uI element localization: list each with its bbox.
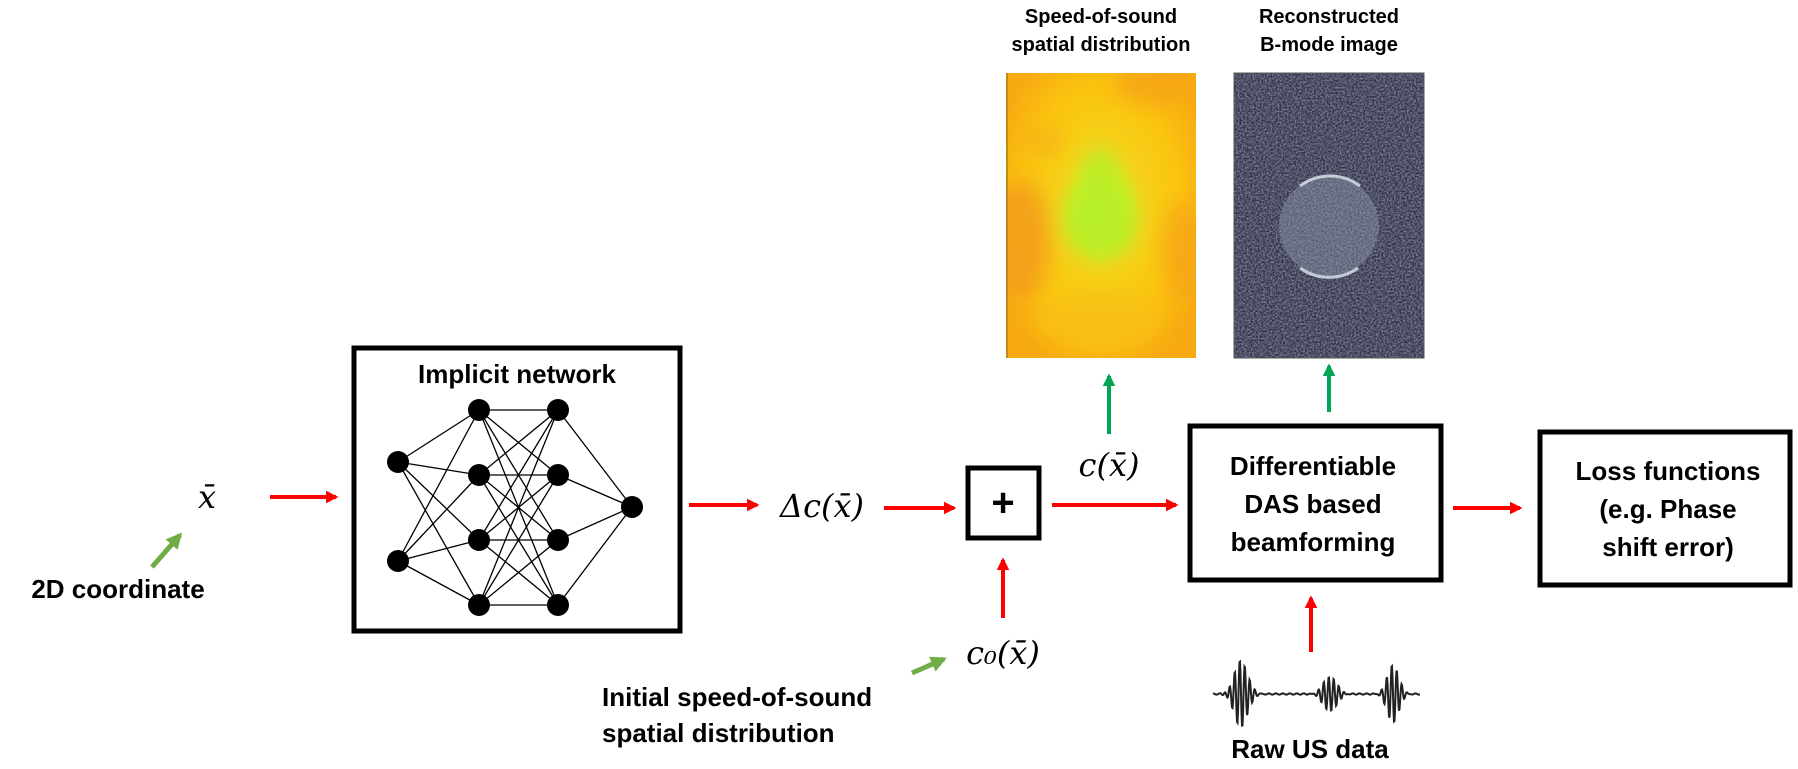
c0-caption-line2: spatial distribution <box>602 718 835 748</box>
network-connections <box>397 409 633 606</box>
loss-line3: shift error) <box>1602 532 1733 562</box>
network-neuron <box>547 399 569 421</box>
network-connection <box>397 461 480 476</box>
network-neuron <box>547 529 569 551</box>
network-neuron <box>547 464 569 486</box>
coordinate-label: 2D coordinate <box>31 574 204 604</box>
c-label: c(x̄) <box>1079 446 1140 484</box>
network-connection <box>557 474 633 508</box>
c0-label: c₀(x̄) <box>966 634 1040 672</box>
network-neuron <box>621 496 643 518</box>
network-connection <box>478 409 559 476</box>
sos-map-image <box>1006 73 1196 358</box>
raw-us-waveform <box>1212 659 1421 727</box>
beamformer-line2: DAS based <box>1244 489 1381 519</box>
c0-caption-line1: Initial speed-of-sound <box>602 682 872 712</box>
beamformer-box <box>1187 423 1444 583</box>
network-connection <box>397 461 480 541</box>
bmode-title-line2: B-mode image <box>1260 34 1398 56</box>
network-neuron <box>547 594 569 616</box>
adder-symbol: + <box>991 481 1014 525</box>
network-neuron <box>468 594 490 616</box>
bmode-title-line1: Reconstructed <box>1259 6 1399 28</box>
network-neurons <box>387 399 643 616</box>
network-connection <box>478 409 559 606</box>
network-neuron <box>468 464 490 486</box>
c0-pointer-arrow <box>910 656 947 676</box>
beamformer-line3: beamforming <box>1231 527 1396 557</box>
network-connection <box>478 474 559 606</box>
raw-us-label: Raw US data <box>1231 734 1389 764</box>
network-neuron <box>468 399 490 421</box>
loss-line2: (e.g. Phase <box>1599 494 1736 524</box>
bmode-image <box>1234 73 1424 358</box>
beamformer-line1: Differentiable <box>1230 451 1396 481</box>
network-connection <box>557 506 633 606</box>
network-connection <box>557 409 633 508</box>
network-neuron <box>387 550 409 572</box>
network-connection <box>397 409 480 562</box>
network-connection <box>557 506 633 541</box>
network-connection <box>397 560 480 606</box>
sos-map-title-line1: Speed-of-sound <box>1025 6 1177 28</box>
network-connection <box>478 409 559 541</box>
adder-box <box>965 465 1042 541</box>
implicit-network-title: Implicit network <box>418 359 616 389</box>
bmode-image-border <box>1233 72 1425 359</box>
sos-map-title-line2: spatial distribution <box>1012 34 1191 56</box>
implicit-network-box <box>351 345 683 634</box>
network-connection <box>478 539 559 606</box>
delta-c-label: Δc(x̄) <box>778 487 864 525</box>
network-connection <box>397 461 480 606</box>
network-connection <box>397 409 480 463</box>
network-connection <box>397 474 480 562</box>
network-connection <box>397 539 480 562</box>
network-neuron <box>387 451 409 473</box>
coordinate-symbol: x̄ <box>198 478 216 516</box>
network-neuron <box>468 529 490 551</box>
loss-box <box>1537 429 1793 588</box>
coordinate-pointer-arrow <box>150 532 183 569</box>
loss-line1: Loss functions <box>1576 456 1761 486</box>
